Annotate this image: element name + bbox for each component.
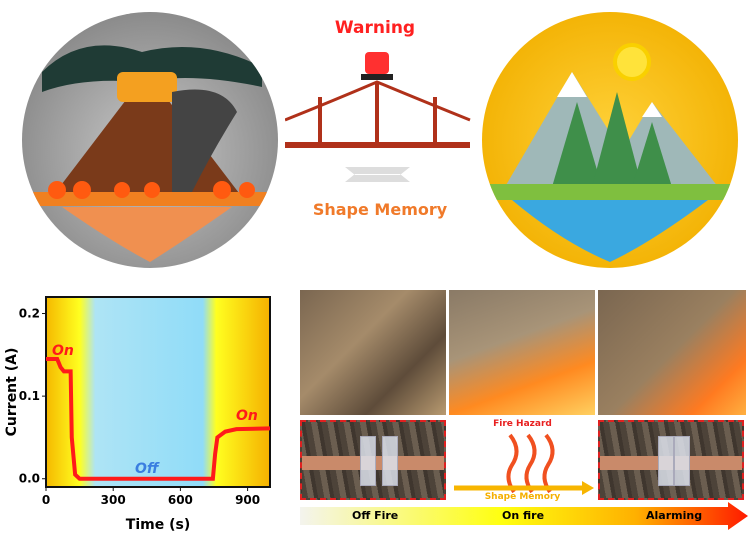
y-tick-label: 0.0 (19, 472, 40, 486)
x-axis-label: Time (s) (126, 517, 190, 533)
heat-waves-icon (454, 433, 594, 495)
y-tick-label: 0.2 (19, 307, 40, 321)
stage-off-fire: Off Fire (352, 509, 399, 522)
annotation-off: Off (135, 461, 160, 477)
inset-sensor-alarm (598, 420, 744, 500)
stage-on-fire: On fire (502, 509, 545, 522)
bridge-sensor-diagram (285, 52, 471, 182)
alarm-light-icon (365, 52, 389, 74)
x-tick-label: 0 (42, 493, 50, 507)
sensor-strip-icon (345, 167, 410, 182)
shape-memory-bottom-label: Shape Memory (484, 492, 561, 502)
annotation-on-1: On (52, 343, 74, 359)
disaster-illustration (22, 12, 278, 268)
x-tick-label: 600 (168, 493, 193, 507)
current-series-line (46, 356, 271, 481)
inset-sensor-off (300, 420, 446, 500)
warning-label: Warning (334, 18, 416, 38)
volcano-fire-scene (32, 45, 268, 262)
y-tick-label: 0.1 (19, 389, 40, 403)
x-tick-label: 300 (101, 493, 126, 507)
mountain-lake-scene (482, 43, 738, 262)
photo-alarming (598, 290, 746, 415)
progress-arrow (300, 502, 748, 530)
x-tick-label: 900 (235, 493, 260, 507)
shape-memory-label: Shape Memory (312, 200, 448, 219)
y-axis-label: Current (A) (4, 348, 20, 437)
nature-illustration (482, 12, 738, 268)
photo-on-fire (449, 290, 595, 415)
current-time-chart: 0 300 600 900 0.0 0.1 0.2 On Off On Time (s) C… (4, 296, 271, 533)
photo-off-fire (300, 290, 446, 415)
stage-alarming: Alarming (646, 509, 703, 522)
annotation-on-2: On (236, 408, 258, 424)
plot-area (45, 296, 271, 488)
fire-hazard-label: Fire Hazard (493, 419, 552, 429)
